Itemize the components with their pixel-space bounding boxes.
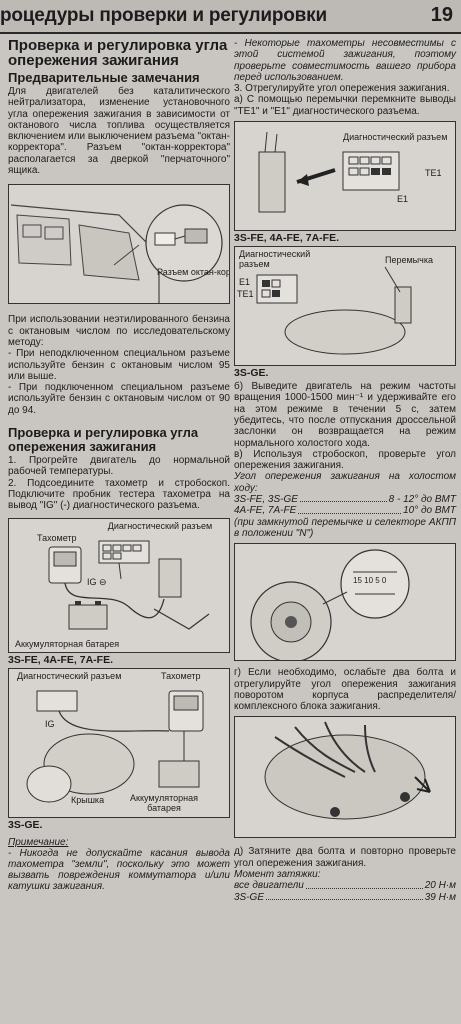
note-title: Примечание: xyxy=(8,836,69,848)
e1-label-ge: E1 xyxy=(239,277,251,288)
torque-engine: все двигатели xyxy=(234,880,304,892)
jumper-figure-ge: Диагностический разъем Перемычка E1 TE1 xyxy=(234,246,456,367)
timing-marks-figure: 15 10 5 0 xyxy=(234,543,456,662)
cover-label: Крышка xyxy=(71,794,105,805)
te1-label-ge: TE1 xyxy=(237,289,254,300)
right-column: - Некоторые тахометры несовместимы с это… xyxy=(234,38,456,903)
ig-terminal-label-ge: IG xyxy=(45,718,55,729)
octane-connector-label: Разъем октан-корректора xyxy=(157,267,229,278)
note-text: - Никогда не допускайте касания вывода т… xyxy=(8,847,230,893)
te1-label: TE1 xyxy=(425,168,442,179)
tachometer-figure-ge: Диагностический разъем Тахометр IG Крышк… xyxy=(8,667,230,818)
figure-caption-ge-right: 3S-GE. xyxy=(234,367,269,380)
remarks-paragraph: Для двигателей без каталитического нейтр… xyxy=(8,86,230,177)
battery-label-ge: Аккумуляторная батарея xyxy=(130,792,198,813)
tachometer-label-ge: Тахометр xyxy=(161,670,201,681)
jumper-figure-fe: Диагностический разъем TE1 E1 xyxy=(234,121,456,232)
spec-row-1: 3S-FE, 3S-GE 8 - 12° до ВМТ xyxy=(234,494,456,505)
tachometer-figure-fe: Тахометр Диагностический разъем IG ⊖ Акк… xyxy=(8,517,230,653)
torque-engine: 3S-GE xyxy=(234,891,265,903)
spec-note: (при замкнутой перемычке и селекторе АКП… xyxy=(234,516,456,539)
distributor-figure xyxy=(234,716,456,839)
step-3c: в) Используя стробоскоп, проверьте угол … xyxy=(234,448,456,472)
distributor-illustration xyxy=(264,722,431,820)
diag-connector-label-ge-right: Диагностический разъем xyxy=(239,249,311,270)
pulley-illustration xyxy=(250,549,410,661)
timing-scale-marks: 15 10 5 0 xyxy=(353,576,387,586)
idle-timing-title: Угол опережения зажигания на холостом хо… xyxy=(234,471,456,494)
torque-row-2: 3S-GE 39 Н·м xyxy=(234,892,456,903)
step-3d: г) Если необходимо, ослабьте два болта и… xyxy=(234,667,456,713)
ge-engine-illustration xyxy=(256,266,412,355)
distributor-connector-illustration xyxy=(258,132,400,213)
figure-caption-fe-right: 3S-FE, 4A-FE, 7A-FE. xyxy=(234,232,340,245)
diag-connector-label-right: Диагностический разъем xyxy=(343,132,448,143)
battery-label: Аккумуляторная батарея xyxy=(15,638,120,649)
fuel-item-unplugged: - При неподключенном специальном разъеме… xyxy=(8,348,230,382)
figure-caption-ge: 3S-GE. xyxy=(8,818,43,831)
remarks-heading: Предварительные замечания xyxy=(8,70,200,85)
torque-value: 20 Н·м xyxy=(424,880,456,892)
section-title-timing: Проверка и регулировка угла опережения з… xyxy=(8,37,228,69)
jumper-label: Перемычка xyxy=(385,255,433,266)
e1-label: E1 xyxy=(397,194,409,205)
section-title-check: Проверка и регулировка угла опережения з… xyxy=(8,425,199,455)
spec-value: 10° до ВМТ xyxy=(403,505,456,517)
step-1: 1. Прогрейте двигатель до нормальной раб… xyxy=(8,455,230,478)
figure-caption-fe: 3S-FE, 4A-FE, 7A-FE. xyxy=(8,653,114,666)
left-column: Проверка и регулировка угла опережения з… xyxy=(8,38,230,893)
step-3e: д) Затяните два болта и повторно проверь… xyxy=(234,846,456,869)
tachometer-label: Тахометр xyxy=(37,532,77,543)
step-3b: б) Выведите двигатель на режим частоты в… xyxy=(234,381,456,449)
header-title: роцедуры проверки и регулировки xyxy=(0,5,327,26)
tachometer-hookup-illustration xyxy=(48,540,210,630)
page-header: роцедуры проверки и регулировки 19 xyxy=(0,0,461,34)
engine-bay-illustration xyxy=(26,690,204,803)
torque-value: 39 Н·м xyxy=(424,891,456,903)
torque-title: Момент затяжки: xyxy=(234,869,321,881)
torque-row-1: все двигатели 20 Н·м xyxy=(234,880,456,891)
fuel-paragraph: При использовании неэтилированного бензи… xyxy=(8,314,230,348)
fuel-item-plugged: - При подключенном специальном разъеме и… xyxy=(8,382,230,416)
spec-value: 8 - 12° до ВМТ xyxy=(388,494,456,506)
page-number: 19 xyxy=(430,4,453,26)
octane-connector-figure: Разъем октан-корректора xyxy=(8,184,230,305)
diag-connector-label-ge: Диагностический разъем xyxy=(17,670,122,681)
spec-engine: 3S-FE, 3S-GE xyxy=(234,494,298,506)
step-2: 2. Подсоедините тахометр и стробоскоп. П… xyxy=(8,477,230,512)
step-3: 3. Отрегулируйте угол опережения зажиган… xyxy=(234,83,450,95)
spec-engine: 4A-FE, 7A-FE xyxy=(234,505,297,517)
glovebox-illustration xyxy=(10,204,223,304)
compat-note: - Некоторые тахометры несовместимы с это… xyxy=(234,38,456,83)
spec-row-2: 4A-FE, 7A-FE 10° до ВМТ xyxy=(234,505,456,516)
diag-connector-label: Диагностический разъем xyxy=(107,520,213,531)
ig-terminal-label: IG ⊖ xyxy=(87,576,107,587)
step-3a: а) С помощью перемычки перемкните выводы… xyxy=(234,94,456,117)
